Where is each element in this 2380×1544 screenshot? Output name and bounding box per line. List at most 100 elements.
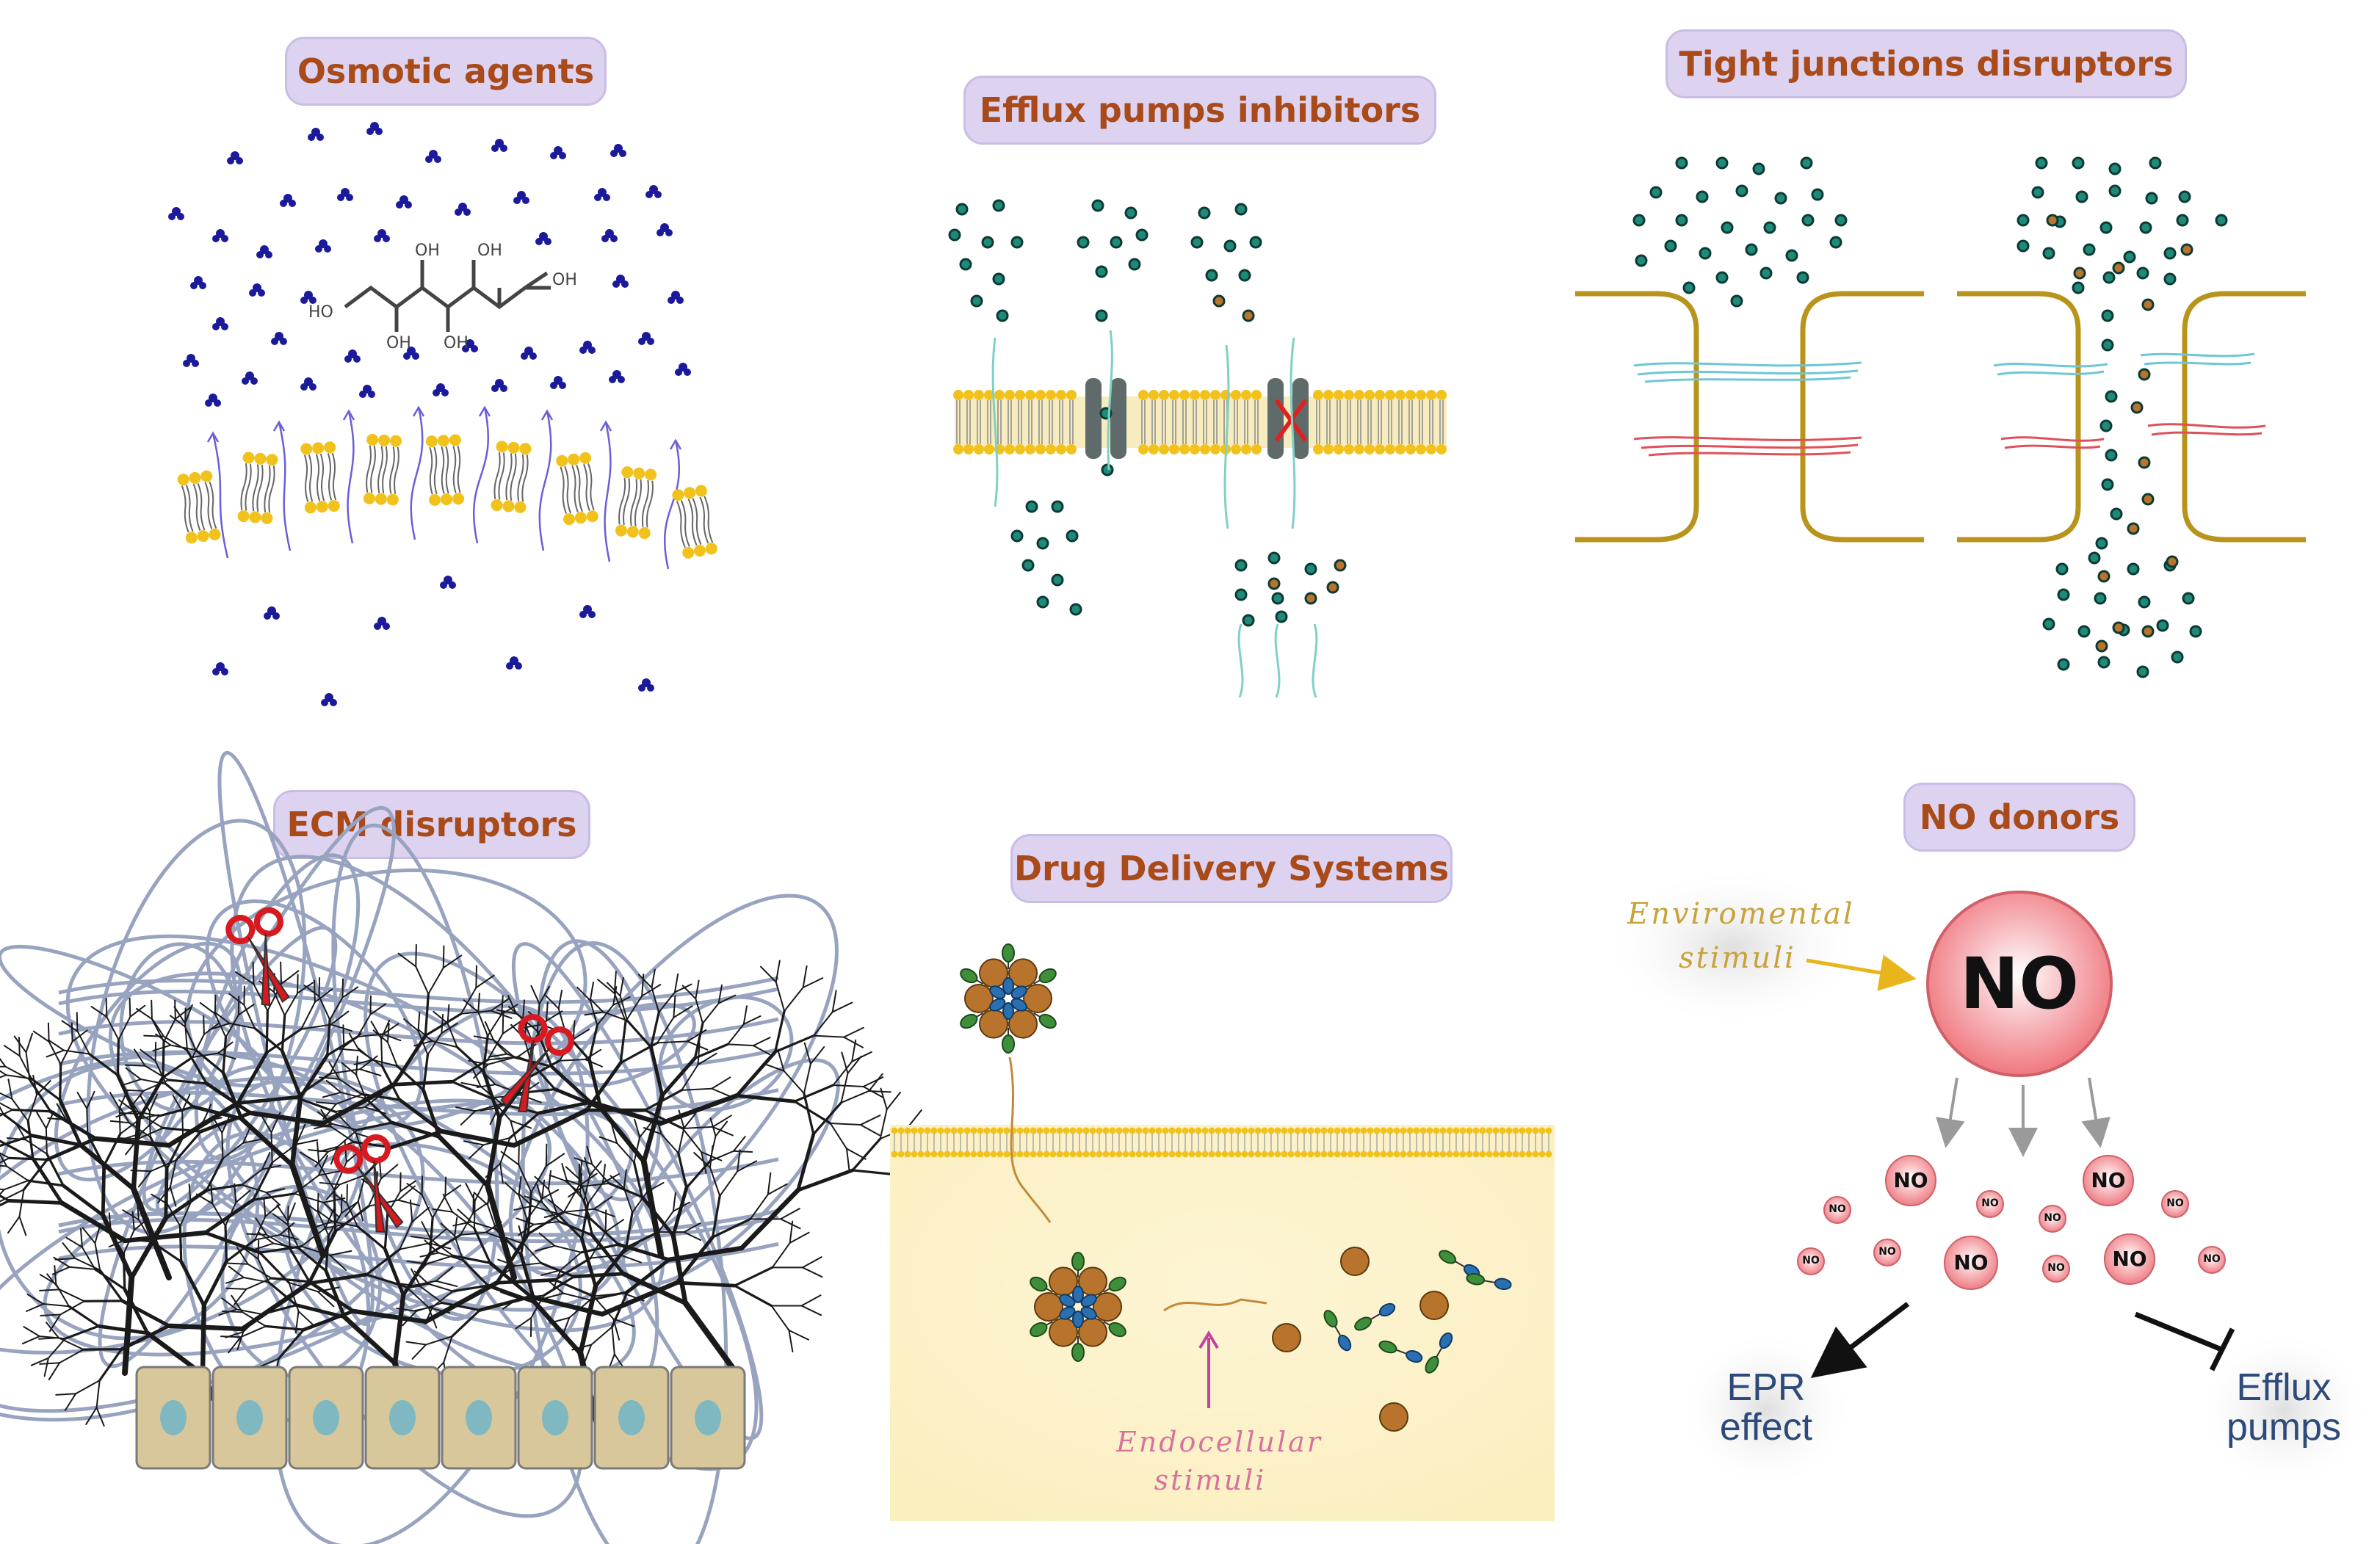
- tj-dot: [2088, 551, 2101, 565]
- drug-dot: [1205, 269, 1218, 282]
- tj-dot: [2178, 190, 2191, 203]
- drug-dot: [1051, 500, 1064, 513]
- lipid-cluster: [615, 466, 657, 540]
- drug-dot: [1101, 463, 1114, 476]
- no-small-label: NO: [1878, 1246, 1896, 1258]
- osmolyte-molecule: [168, 207, 184, 220]
- drug-dot: [955, 203, 969, 216]
- release-arrow-left: [1936, 1077, 1965, 1148]
- epr-arrow: [1810, 1302, 1910, 1378]
- cargo: [1002, 1002, 1015, 1020]
- osmolyte-molecule: [657, 223, 673, 236]
- tj-dot: [2057, 658, 2070, 671]
- drug-dot: [1010, 529, 1024, 543]
- osmotic-agents-title: Osmotic agents: [285, 37, 607, 106]
- proteoglycan-tree: [0, 1074, 352, 1376]
- release-arrow: [1163, 1298, 1267, 1312]
- released-bead: [1340, 1247, 1370, 1276]
- cargo: [1071, 1311, 1085, 1328]
- lipid-bilayer: [953, 390, 1447, 454]
- nucleus: [160, 1400, 187, 1435]
- drug-dot: [992, 272, 1005, 286]
- nucleus: [618, 1400, 645, 1435]
- no-small-circle: [2198, 1246, 2226, 1274]
- efflux-inhibit-bar: [2209, 1327, 2235, 1371]
- tj-dot: [1675, 214, 1688, 227]
- lipid-cluster: [237, 452, 278, 524]
- released-ligand: [1439, 1250, 1480, 1278]
- cell-walls: [1575, 291, 2306, 543]
- drug-dot-brown: [1212, 294, 1226, 308]
- tj-dot-brown: [2112, 261, 2125, 275]
- tj-dot: [2110, 507, 2123, 521]
- tj-dot: [2083, 243, 2096, 256]
- cargo: [1080, 1306, 1097, 1320]
- osmolyte-molecule: [212, 317, 228, 330]
- carrier-bead: [1034, 1292, 1063, 1322]
- tj-dot-brown: [2180, 243, 2193, 256]
- release-arrow-right: [2081, 1077, 2110, 1148]
- drug-dot: [1036, 595, 1049, 609]
- cell-membrane: [891, 1127, 1552, 1158]
- tj-dot: [2017, 214, 2030, 227]
- osmolyte-molecule: [344, 349, 361, 363]
- nanocarrier-outside: [960, 943, 1057, 1054]
- efflux-pumps-label-2: pumps: [2226, 1406, 2342, 1449]
- tj-dot: [1800, 156, 1813, 170]
- drug-delivery-title: Drug Delivery Systems: [1010, 834, 1453, 903]
- lipid-cluster: [672, 485, 717, 559]
- epithelial-cell: [135, 1366, 211, 1470]
- tj-dot: [1759, 267, 1773, 280]
- no-small-label: NO: [1829, 1203, 1846, 1216]
- no-small-label: NO: [2166, 1197, 2184, 1210]
- cargo: [1059, 1294, 1076, 1308]
- osmolyte-molecule: [212, 229, 228, 242]
- osmolyte-molecule: [579, 341, 596, 354]
- tj-dot-brown: [2138, 368, 2151, 381]
- env-stimuli-cloud: [1601, 866, 1865, 1028]
- endocellular-stimuli-label-1: Endocellular: [1116, 1426, 1323, 1458]
- osmolyte-molecule: [256, 245, 272, 258]
- tj-dot-brown: [2141, 625, 2155, 638]
- drug-dot: [1135, 228, 1149, 242]
- no-small-circle: [1976, 1190, 2004, 1218]
- osmolyte-molecule: [280, 194, 296, 207]
- osmolyte-molecule: [308, 128, 324, 141]
- ligand: [1071, 1343, 1085, 1362]
- tj-dot: [1763, 221, 1776, 234]
- osmolyte-molecule: [205, 394, 221, 407]
- tj-dot: [2035, 156, 2048, 170]
- ligand: [1071, 1252, 1085, 1271]
- tj-dot: [2149, 156, 2162, 170]
- drug-dot: [1198, 206, 1211, 220]
- fiber: [86, 819, 307, 1235]
- no-small-label: NO: [1953, 1250, 1989, 1275]
- mol-label-oh-2: OH: [477, 242, 502, 260]
- tight-junction-proteins-intact: [1633, 361, 1862, 457]
- osmolyte-molecule: [403, 347, 419, 360]
- released-ligand: [1466, 1273, 1512, 1290]
- no-small-circle: [2039, 1205, 2066, 1233]
- efflux-pumps-label-1: Efflux: [2236, 1366, 2332, 1409]
- drug-dot: [1190, 236, 1204, 249]
- drug-dot: [1275, 610, 1288, 623]
- osmolyte-molecule: [300, 377, 317, 391]
- cargo: [1080, 1294, 1097, 1308]
- tj-dot: [2127, 562, 2140, 576]
- epithelial-cell: [517, 1366, 593, 1470]
- released-ligand: [1354, 1302, 1396, 1331]
- epithelial-cell: [593, 1366, 670, 1470]
- tj-dot: [1735, 184, 1748, 197]
- env-stimuli-arrow: [1806, 954, 1917, 991]
- drug-molecules: [948, 199, 1347, 627]
- fiber: [209, 1064, 636, 1377]
- tj-dot: [2095, 537, 2108, 550]
- osmolyte-molecule: [462, 339, 478, 352]
- transport-arrows: [991, 330, 1318, 698]
- released-bead: [1419, 1291, 1449, 1320]
- fiber: [511, 942, 764, 1440]
- osmolyte-molecule: [321, 693, 337, 706]
- tj-dot-brown: [2127, 522, 2140, 535]
